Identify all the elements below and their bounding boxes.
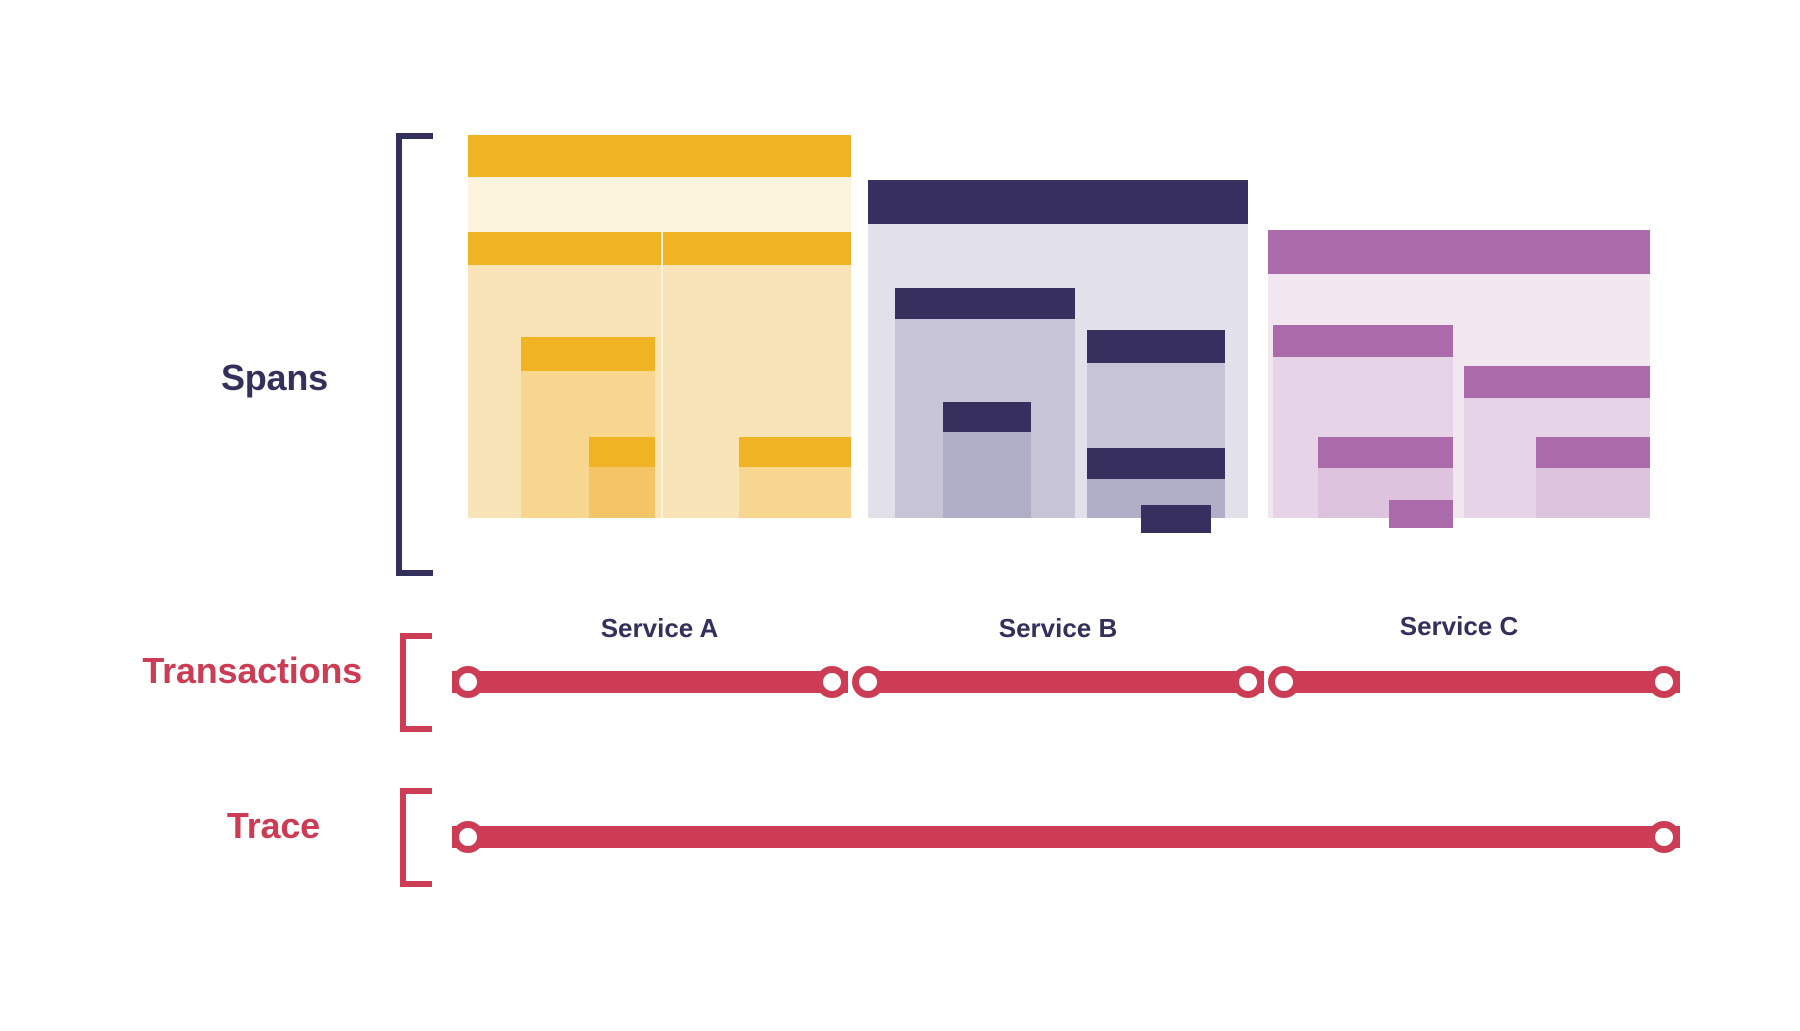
transaction-segment-c[interactable] xyxy=(1284,671,1680,693)
trace-segment[interactable] xyxy=(452,826,1680,848)
trace-end-dot[interactable] xyxy=(1648,821,1680,853)
transactions-row-label: Transactions xyxy=(142,650,362,691)
transaction-c-end-dot[interactable] xyxy=(1648,666,1680,698)
service-c-grandchild-span-3-header xyxy=(1389,500,1453,528)
service-b-child-span-2-header xyxy=(1087,330,1225,363)
transaction-segment-b[interactable] xyxy=(868,671,1264,693)
transaction-a-start-dot[interactable] xyxy=(452,666,484,698)
service-c-grandchild-span-1-header xyxy=(1318,437,1453,468)
service-label-a: Service A xyxy=(600,613,719,643)
spans-row-label: Spans xyxy=(220,357,328,398)
service-c-grandchild-span-2-header xyxy=(1536,437,1650,468)
transaction-c-start-dot[interactable] xyxy=(1268,666,1300,698)
transaction-b-end-dot[interactable] xyxy=(1232,666,1264,698)
service-a-grandchild-span-1-header xyxy=(521,337,655,371)
service-label-b: Service B xyxy=(998,613,1118,643)
service-c-child-span-1-header xyxy=(1273,325,1453,357)
service-b-grandchild-span-1-header xyxy=(943,402,1031,432)
service-label-c: Service C xyxy=(1399,611,1519,641)
service-c-grandchild-span-2[interactable] xyxy=(1536,437,1650,518)
trace-start-dot[interactable] xyxy=(452,821,484,853)
spans-visualization xyxy=(468,135,1650,533)
service-a-child-span-1-header xyxy=(468,232,661,265)
service-c-child-span-2-header xyxy=(1464,366,1650,398)
service-b-child-span-1-header xyxy=(895,288,1075,319)
spans-bracket xyxy=(396,133,433,576)
service-b-grandchild-span-3-header xyxy=(1141,505,1211,533)
transactions-bracket xyxy=(400,633,432,732)
transaction-b-start-dot[interactable] xyxy=(852,666,884,698)
service-b-grandchild-span-1[interactable] xyxy=(943,402,1031,518)
trace-row-label: Trace xyxy=(226,805,320,846)
service-a-root-span-header xyxy=(468,135,851,177)
service-c-root-span-header xyxy=(1268,230,1650,274)
service-a-grandchild-span-2-header xyxy=(589,437,655,467)
service-b-root-span-header xyxy=(868,180,1248,224)
transaction-a-end-dot[interactable] xyxy=(816,666,848,698)
service-a-grandchild-span-2[interactable] xyxy=(589,437,655,518)
service-b-grandchild-span-2-header xyxy=(1087,448,1225,479)
service-b-grandchild-span-3[interactable] xyxy=(1141,505,1211,533)
service-a-child-span-2-header xyxy=(663,232,851,265)
service-c-grandchild-span-3[interactable] xyxy=(1389,500,1453,528)
service-a-grandchild-span-3-header xyxy=(739,437,851,467)
trace-bracket xyxy=(400,788,432,887)
transaction-segment-a[interactable] xyxy=(452,671,848,693)
service-a-grandchild-span-3[interactable] xyxy=(739,437,851,518)
